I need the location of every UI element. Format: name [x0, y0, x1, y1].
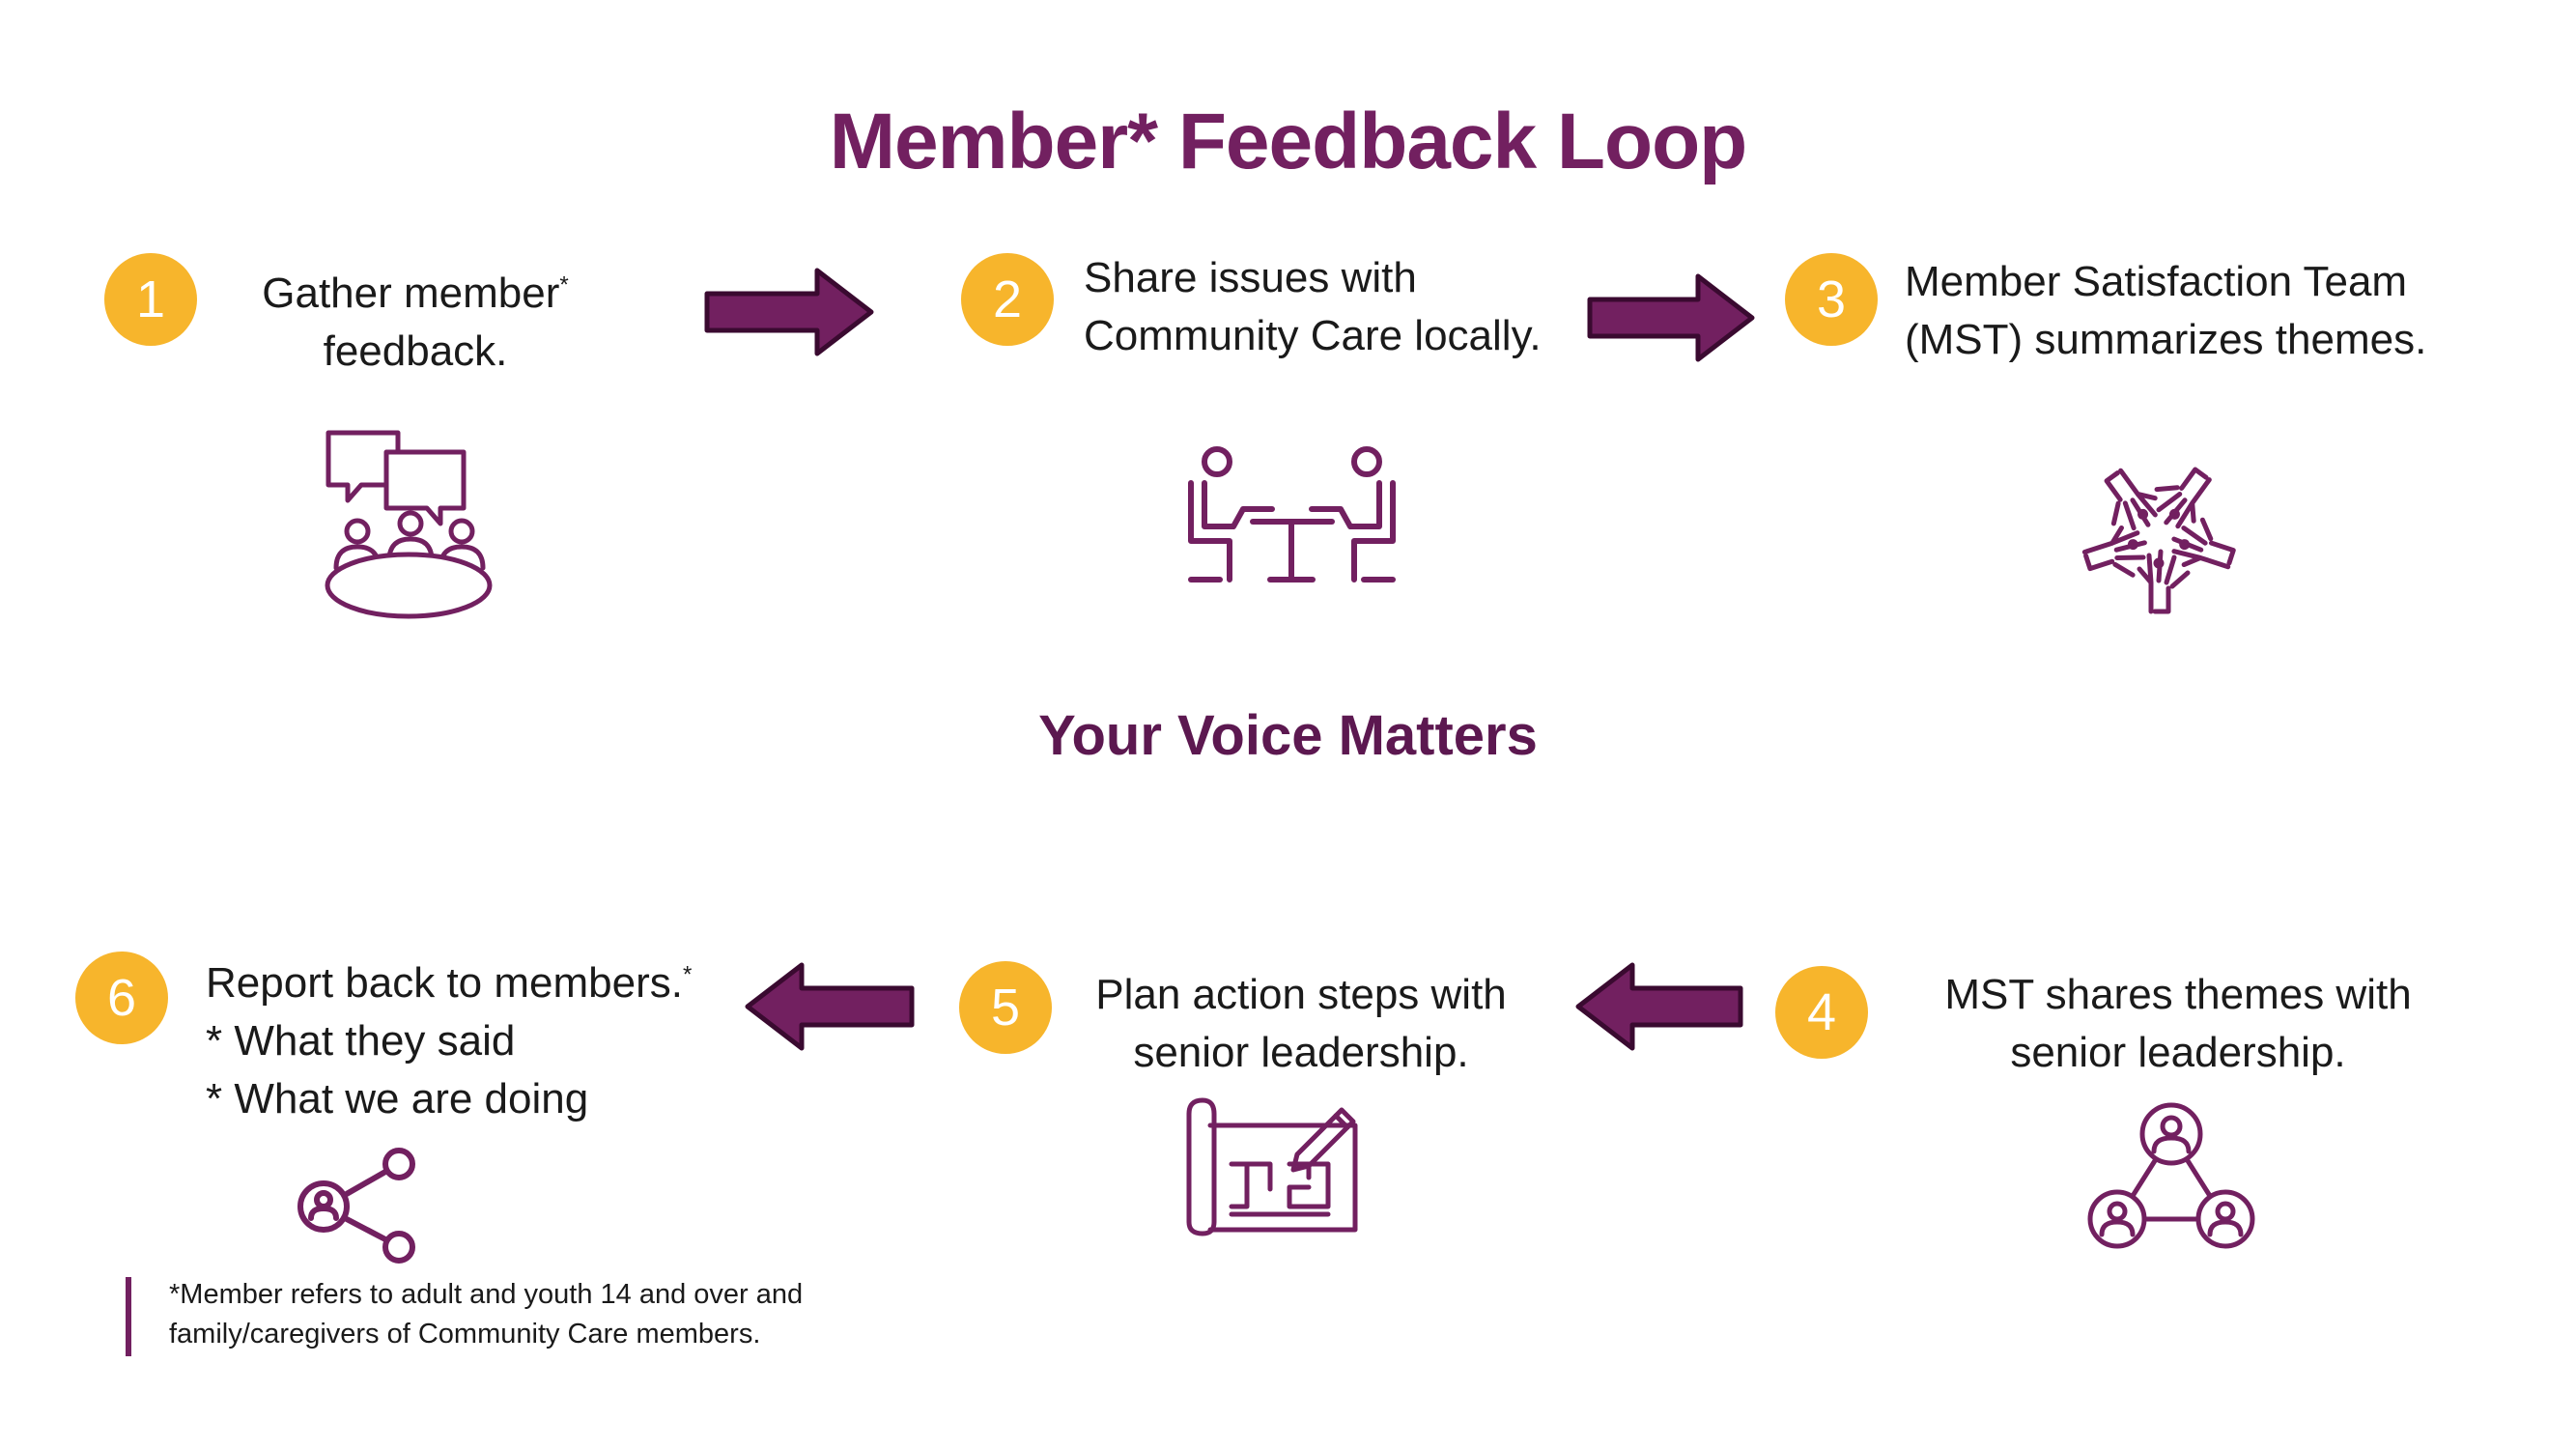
step-1-text: Gather member* feedback.	[222, 265, 609, 381]
arrow-right-1-to-2-icon	[704, 268, 874, 356]
step-4-badge: 4	[1775, 966, 1868, 1059]
blueprint-pencil-icon	[1186, 1097, 1358, 1236]
step-1-number: 1	[135, 270, 166, 328]
step-5-badge: 5	[959, 961, 1052, 1054]
hands-together-icon	[2062, 444, 2255, 614]
step-4-text: MST shares themes with senior leadership…	[1898, 966, 2458, 1082]
step-3-line-2: (MST) summarizes themes.	[1905, 316, 2427, 363]
step-3-number: 3	[1816, 270, 1847, 328]
step-2-text: Share issues with Community Care locally…	[1084, 249, 1542, 365]
step-4-line-1: MST shares themes with	[1944, 971, 2412, 1018]
step-6-line-2: * What they said	[206, 1017, 516, 1065]
footnote-accent-bar	[126, 1277, 131, 1356]
arrow-left-5-to-6-icon	[745, 962, 915, 1051]
step-5-line-1: Plan action steps with	[1095, 971, 1507, 1018]
share-icon	[297, 1148, 415, 1264]
step-6-asterisk: *	[682, 961, 693, 988]
step-4-line-2: senior leadership.	[2010, 1029, 2346, 1076]
step-5-text: Plan action steps with senior leadership…	[1074, 966, 1528, 1082]
step-5-line-2: senior leadership.	[1133, 1029, 1469, 1076]
step-3-text: Member Satisfaction Team (MST) summarize…	[1905, 253, 2426, 369]
meeting-table-icon	[1188, 446, 1396, 582]
step-2-number: 2	[992, 270, 1023, 328]
footnote-line-2: family/caregivers of Community Care memb…	[169, 1319, 761, 1350]
step-3-line-1: Member Satisfaction Team	[1905, 258, 2408, 305]
step-1-line-2: feedback.	[323, 327, 508, 375]
step-6-badge: 6	[75, 952, 168, 1044]
step-1-line-1: Gather member	[262, 270, 560, 317]
center-label: Your Voice Matters	[1038, 704, 1538, 767]
arrow-right-2-to-3-icon	[1587, 273, 1755, 362]
step-6-line-1: Report back to members.	[206, 959, 683, 1007]
step-2-badge: 2	[961, 253, 1054, 346]
step-1-badge: 1	[104, 253, 197, 346]
step-2-line-1: Share issues with	[1084, 254, 1417, 301]
diagram-title: Member* Feedback Loop	[829, 98, 1748, 185]
step-3-badge: 3	[1785, 253, 1878, 346]
arrow-left-4-to-5-icon	[1575, 962, 1743, 1051]
group-discussion-icon	[325, 430, 493, 619]
step-4-number: 4	[1806, 983, 1837, 1041]
network-people-icon	[2087, 1102, 2255, 1249]
step-6-line-3: * What we are doing	[206, 1075, 589, 1122]
step-1-asterisk: *	[559, 271, 569, 298]
step-6-text: Report back to members.* * What they sai…	[206, 954, 692, 1128]
footnote-line-1: *Member refers to adult and youth 14 and…	[169, 1279, 804, 1310]
footnote: *Member refers to adult and youth 14 and…	[169, 1275, 803, 1354]
step-5-number: 5	[990, 979, 1021, 1037]
step-2-line-2: Community Care locally.	[1084, 312, 1542, 359]
step-6-number: 6	[106, 969, 137, 1027]
